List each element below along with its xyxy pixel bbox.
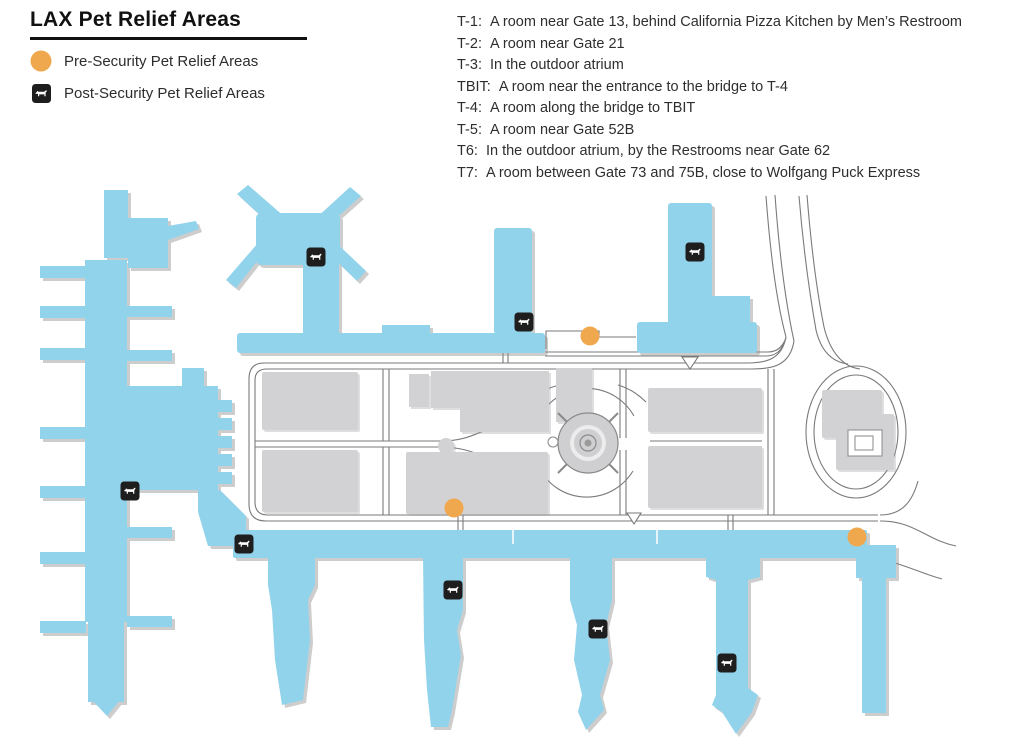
post-security-marker-T6[interactable] [588, 619, 608, 639]
building-details [547, 429, 883, 457]
location-row-t4: T-4:A room along the bridge to TBIT [457, 100, 696, 116]
map-header: LAX Pet Relief Areas Pre-Security Pet Re… [30, 8, 450, 104]
legend-label: Post-Security Pet Relief Areas [64, 84, 265, 102]
post-security-marker-T-4[interactable] [234, 534, 254, 554]
pre-security-circle-icon [30, 50, 52, 72]
terminal-separators [512, 530, 658, 544]
location-row-t1: T-1:A room near Gate 13, behind Californ… [457, 14, 963, 30]
location-row-t2: T-2:A room near Gate 21 [457, 35, 625, 52]
pre-security-marker-3[interactable] [847, 527, 867, 547]
location-row-t5: T-5:A room near Gate 52B [457, 121, 635, 138]
post-security-marker-T-5[interactable] [443, 580, 463, 600]
pre-security-marker-1[interactable] [580, 326, 600, 346]
page-title: LAX Pet Relief Areas [30, 8, 241, 31]
post-security-marker-T-3[interactable] [306, 247, 326, 267]
legend-item-post-security: Post-Security Pet Relief Areas [30, 82, 450, 104]
terminal-buildings [40, 185, 896, 734]
post-security-marker-T-1[interactable] [685, 242, 705, 262]
legend-item-pre-security: Pre-Security Pet Relief Areas [30, 50, 450, 72]
post-security-marker-T7[interactable] [717, 653, 737, 673]
post-security-markers [120, 242, 737, 673]
post-security-marker-T-2[interactable] [514, 312, 534, 332]
pet-relief-location-list: T-1:A room near Gate 13, behind Californ… [457, 12, 1017, 184]
pre-security-marker-2[interactable] [444, 498, 464, 518]
title-underline [30, 37, 307, 40]
location-row-t7: T7:A room between Gate 73 and 75B, close… [457, 164, 921, 181]
location-row-t6: T6:In the outdoor atrium, by the Restroo… [457, 143, 831, 159]
post-security-marker-TBIT[interactable] [120, 481, 140, 501]
location-row-tbit: TBIT:A room near the entrance to the bri… [457, 78, 788, 95]
legend-label: Pre-Security Pet Relief Areas [64, 52, 259, 70]
post-security-dog-icon [32, 83, 51, 103]
theme-building [557, 412, 619, 474]
pre-security-markers [444, 326, 867, 547]
parking-structures [262, 368, 894, 514]
location-row-t3: T-3:In the outdoor atrium [457, 57, 624, 73]
